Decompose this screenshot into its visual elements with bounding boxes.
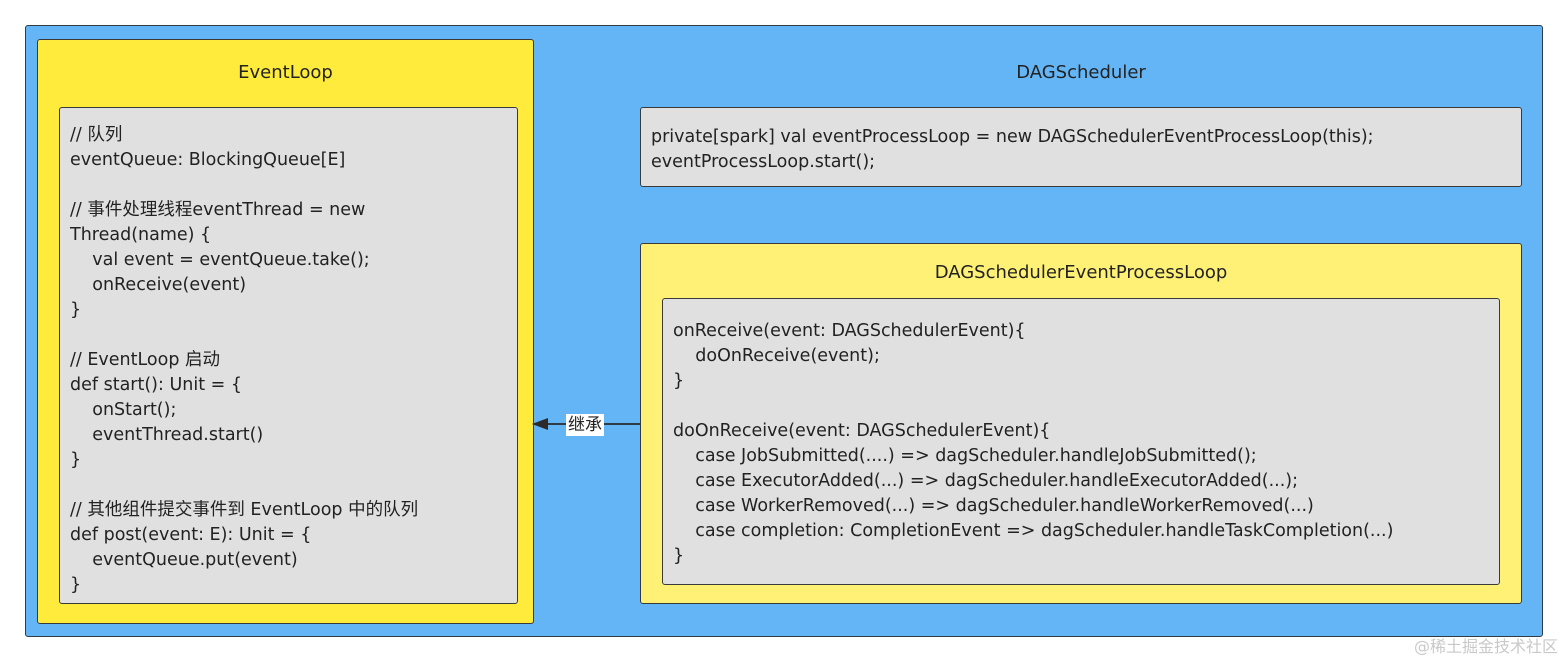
- eventloop-code-line: [70, 323, 507, 348]
- eventloop-code-line: def start(): Unit = {: [70, 375, 243, 395]
- eventloop-title: EventLoop: [238, 62, 333, 83]
- dagscheduler-code-line: private[spark] val eventProcessLoop = ne…: [651, 127, 1374, 147]
- processloop-box: DAGSchedulerEventProcessLoop onReceive(e…: [640, 243, 1522, 604]
- eventloop-box: EventLoop // 队列 eventQueue: BlockingQueue…: [37, 39, 534, 624]
- eventloop-code-line: def post(event: E): Unit = {: [70, 525, 312, 545]
- dagscheduler-code-line: eventProcessLoop.start();: [651, 152, 876, 172]
- watermark: @稀土掘金技术社区: [1413, 637, 1558, 656]
- processloop-code-line: case JobSubmitted(....) => dagScheduler.…: [673, 446, 1257, 466]
- eventloop-code-line: onReceive(event): [70, 275, 247, 295]
- processloop-code-line: case ExecutorAdded(...) => dagScheduler.…: [673, 471, 1298, 491]
- eventloop-code-line: // 其他组件提交事件到 EventLoop 中的队列: [70, 500, 419, 520]
- eventloop-code-line: [70, 173, 507, 198]
- processloop-code-line: doOnReceive(event);: [673, 346, 880, 366]
- processloop-code-line: }: [673, 371, 685, 391]
- processloop-code-line: }: [673, 546, 685, 566]
- eventloop-code-line: }: [70, 300, 82, 320]
- eventloop-code-line: [70, 473, 507, 498]
- processloop-code-line: doOnReceive(event: DAGSchedulerEvent){: [673, 421, 1051, 441]
- processloop-code-line: onReceive(event: DAGSchedulerEvent){: [673, 321, 1026, 341]
- dagscheduler-title: DAGScheduler: [1016, 62, 1146, 83]
- eventloop-code-line: }: [70, 575, 82, 595]
- eventloop-code-line: }: [70, 450, 82, 470]
- processloop-code-block: onReceive(event: DAGSchedulerEvent){ doO…: [662, 298, 1500, 585]
- processloop-code-line: [673, 394, 1489, 419]
- eventloop-code-block: // 队列 eventQueue: BlockingQueue[E] // 事件处理…: [59, 107, 518, 604]
- eventloop-code-line: Thread(name) {: [70, 225, 212, 245]
- eventloop-code-line: // EventLoop 启动: [70, 350, 221, 370]
- dagscheduler-code-block: private[spark] val eventProcessLoop = ne…: [640, 107, 1522, 187]
- eventloop-code-line: onStart();: [70, 400, 177, 420]
- eventloop-code-line: eventQueue: BlockingQueue[E]: [70, 150, 346, 170]
- eventloop-code-line: // 队列: [70, 125, 123, 145]
- processloop-code-line: case completion: CompletionEvent => dagS…: [673, 521, 1394, 541]
- processloop-code-line: case WorkerRemoved(...) => dagScheduler.…: [673, 496, 1314, 516]
- eventloop-code-line: eventThread.start(): [70, 425, 264, 445]
- eventloop-code-line: // 事件处理线程eventThread = new: [70, 200, 366, 220]
- eventloop-code-line: eventQueue.put(event): [70, 550, 298, 570]
- processloop-title: DAGSchedulerEventProcessLoop: [934, 262, 1228, 283]
- eventloop-code-line: val event = eventQueue.take();: [70, 250, 370, 270]
- inheritance-label: 继承: [566, 414, 604, 436]
